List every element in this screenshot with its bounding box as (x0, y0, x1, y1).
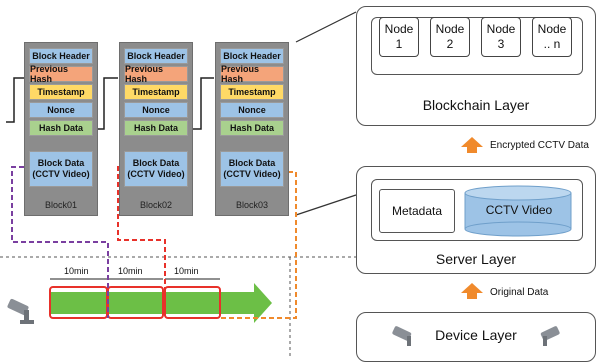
block-data-line2: (CCTV Video) (127, 169, 185, 179)
node-2: Node 2 (430, 17, 470, 57)
node-name: Node (384, 22, 414, 36)
block-label: Block01 (44, 200, 78, 210)
hash-data: Hash Data (220, 120, 284, 136)
segment-label-2: 10min (118, 266, 143, 276)
node-3: Node 3 (481, 17, 521, 57)
block-header: Block Header (124, 48, 188, 64)
nonce: Nonce (124, 102, 188, 118)
device-layer-panel: Device Layer (356, 312, 596, 362)
block-data: Block Data (CCTV Video) (220, 151, 284, 187)
block-data-line1: Block Data (37, 158, 85, 168)
cctv-camera-icon (392, 326, 412, 346)
previous-hash: Previous Hash (124, 64, 188, 84)
node-number: 3 (497, 37, 505, 51)
timestamp: Timestamp (220, 84, 284, 100)
up-arrow-icon (461, 283, 483, 293)
node-name: Node (537, 22, 567, 36)
block-03: Block Header Previous Hash Timestamp Non… (215, 42, 289, 216)
block-label: Block03 (235, 200, 269, 210)
block-data: Block Data (CCTV Video) (29, 151, 93, 187)
cctv-camera-icon (7, 298, 34, 324)
hash-data: Hash Data (29, 120, 93, 136)
block-header: Block Header (29, 48, 93, 64)
orange-path (220, 171, 297, 319)
blockchain-layer-panel: Node 1 Node 2 Node 3 Node .. n Blockchai… (356, 6, 596, 126)
chain-link-2 (193, 77, 214, 130)
node-name: Node (486, 22, 516, 36)
block-data-line2: (CCTV Video) (32, 169, 90, 179)
block-data-line1: Block Data (228, 158, 276, 168)
nonce: Nonce (220, 102, 284, 118)
block-data-line2: (CCTV Video) (223, 169, 281, 179)
timeline-arrowhead (254, 283, 272, 323)
node-1: Node 1 (379, 17, 419, 57)
block-label: Block02 (139, 200, 173, 210)
segment-label-3: 10min (174, 266, 199, 276)
cctv-video-label: CCTV Video (485, 203, 553, 217)
previous-hash: Previous Hash (29, 64, 93, 84)
segment-label-1: 10min (64, 266, 89, 276)
up-arrow-stem (467, 147, 477, 153)
server-layer-panel: Metadata CCTV Video Server Layer (356, 166, 596, 274)
block-02: Block Header Previous Hash Timestamp Non… (119, 42, 193, 216)
node-number: 2 (446, 37, 454, 51)
blockchain-layer-title: Blockchain Layer (422, 97, 530, 113)
hash-data: Hash Data (124, 120, 188, 136)
chain-link-0 (6, 77, 24, 123)
node-n: Node .. n (532, 17, 572, 57)
timestamp: Timestamp (29, 84, 93, 100)
node-number: 1 (395, 37, 403, 51)
device-layer-title: Device Layer (435, 327, 517, 343)
block-01: Block Header Previous Hash Timestamp Non… (24, 42, 98, 216)
metadata-box: Metadata (379, 189, 455, 233)
previous-hash: Previous Hash (220, 64, 284, 84)
database-cylinder-icon (464, 185, 572, 237)
chain-link-1 (96, 77, 118, 130)
original-data-label: Original Data (490, 287, 549, 298)
server-storage-group (371, 179, 583, 241)
cctv-camera-icon (540, 326, 560, 346)
node-number: .. n (543, 37, 561, 51)
server-layer-title: Server Layer (435, 251, 517, 267)
up-arrow-icon (461, 137, 483, 147)
up-arrow-stem (467, 293, 477, 299)
node-group (371, 17, 583, 75)
segment-box-3 (164, 286, 221, 319)
block-header: Block Header (220, 48, 284, 64)
nonce: Nonce (29, 102, 93, 118)
block-data: Block Data (CCTV Video) (124, 151, 188, 187)
node-name: Node (435, 22, 465, 36)
timeline-bar (50, 292, 254, 314)
timestamp: Timestamp (124, 84, 188, 100)
encrypted-data-label: Encrypted CCTV Data (490, 140, 589, 151)
purple-path (11, 166, 109, 318)
block-data-line1: Block Data (132, 158, 180, 168)
